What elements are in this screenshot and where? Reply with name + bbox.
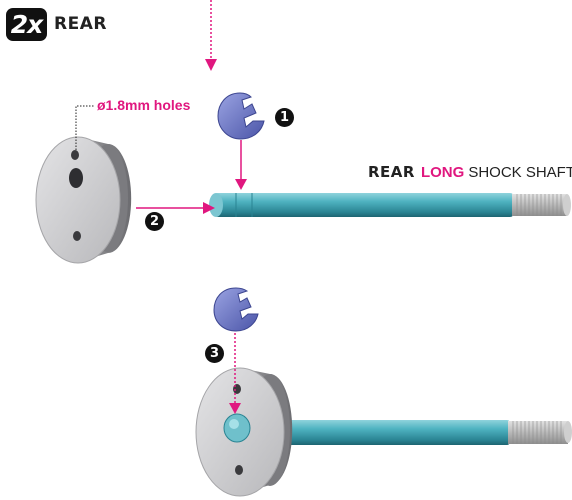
quantity-badge: 2x (6, 8, 47, 41)
shaft-label-rest: SHOCK SHAFT (468, 164, 572, 181)
holes-callout: ø1.8mm holes (97, 97, 191, 113)
shock-shaft-1 (209, 193, 571, 217)
step-3-marker: 3 (205, 344, 224, 363)
piston-1 (35, 136, 132, 264)
e-clip-2 (213, 287, 259, 332)
entry-arrow (205, 0, 217, 71)
step-2-marker: 2 (145, 212, 164, 231)
arrow-clip-to-shaft (235, 140, 247, 190)
header-title: REAR (54, 14, 107, 34)
e-clip-1 (217, 92, 265, 140)
center-hole (69, 168, 83, 188)
piston-2 (195, 367, 293, 497)
step-1-marker: 1 (275, 108, 294, 127)
shaft-label-rear: REAR (368, 163, 415, 181)
arrow-piston-to-shaft (136, 202, 215, 214)
arrow-clip-to-piston (229, 333, 241, 414)
small-hole-bottom (73, 231, 81, 241)
small-hole-top (71, 150, 79, 160)
shaft-label-long: LONG (420, 164, 465, 181)
shock-shaft-2 (285, 420, 572, 445)
